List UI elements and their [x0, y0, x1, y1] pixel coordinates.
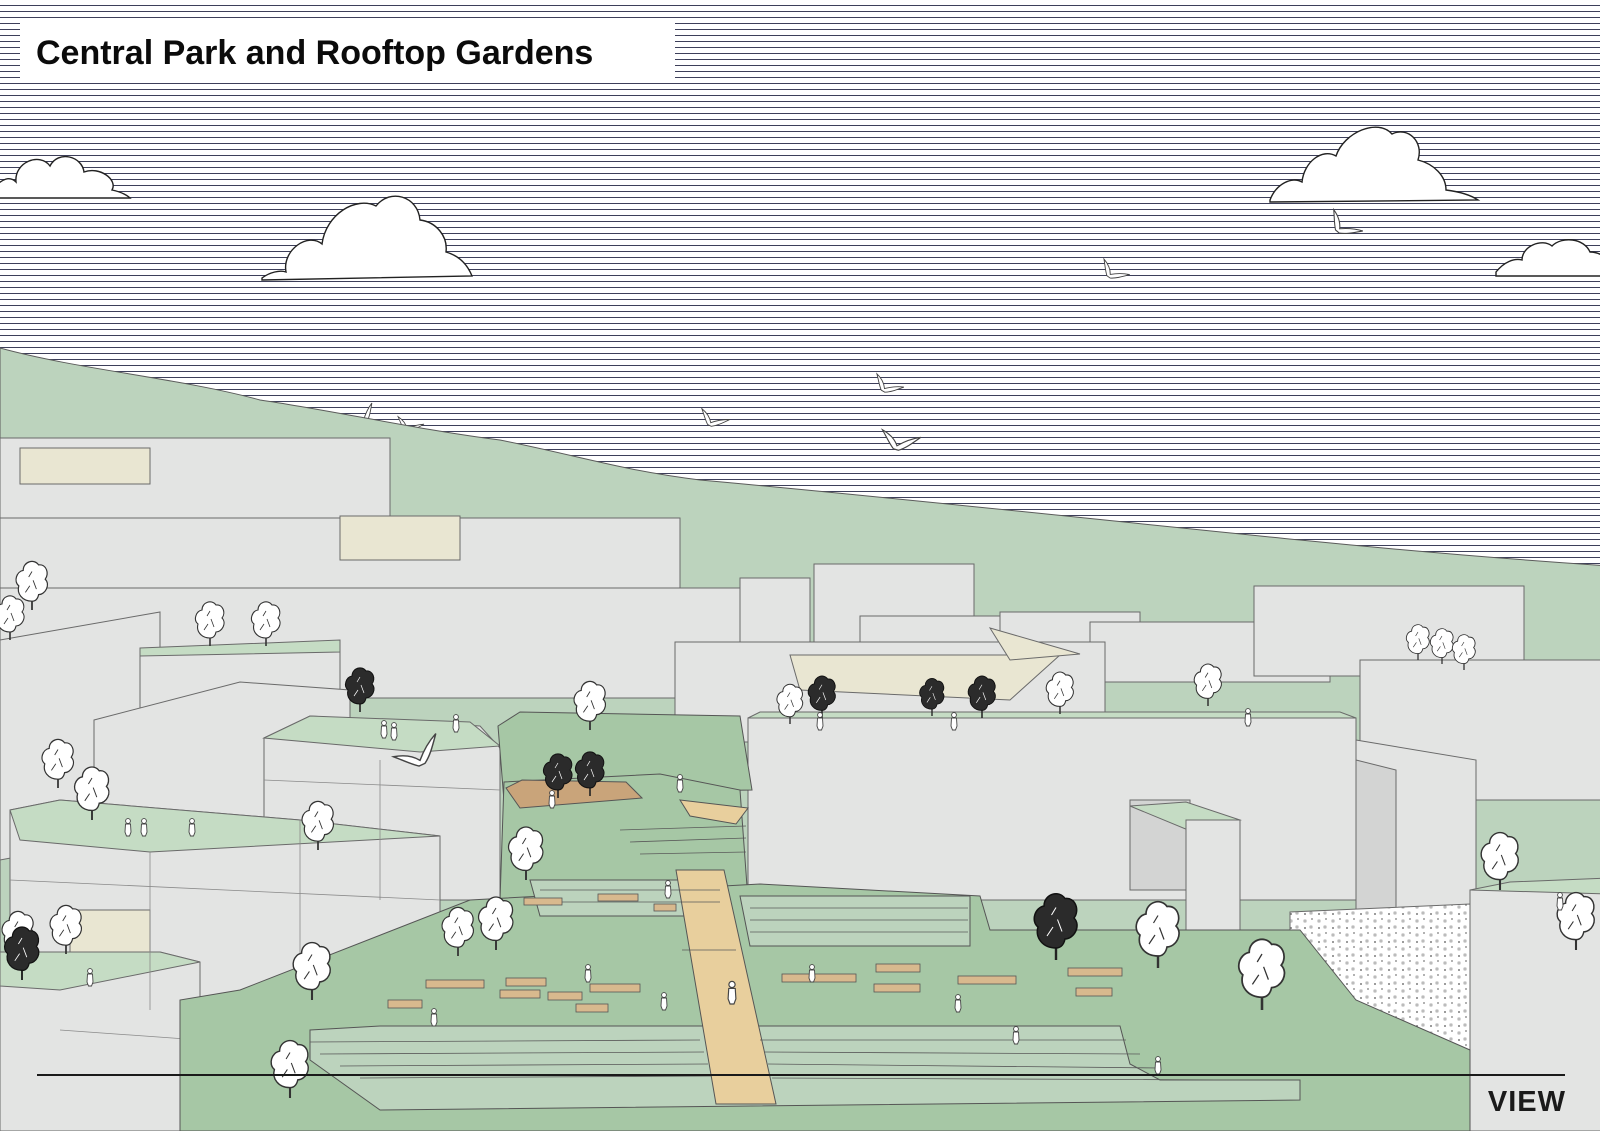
cloud-icon	[0, 155, 132, 199]
bird-icon	[870, 371, 905, 400]
cloud-icon	[261, 195, 474, 281]
bird-icon	[877, 426, 922, 456]
cloud-icon	[1495, 239, 1600, 277]
bird-icon	[1323, 207, 1364, 245]
title-panel: Central Park and Rooftop Gardens	[20, 23, 675, 83]
bird-icon	[1096, 256, 1131, 287]
bird-icon	[696, 406, 731, 433]
cloud-icon	[1269, 126, 1481, 203]
page-title: Central Park and Rooftop Gardens	[36, 33, 594, 72]
view-label: VIEW	[1487, 1086, 1566, 1118]
view-divider	[37, 1074, 1565, 1076]
